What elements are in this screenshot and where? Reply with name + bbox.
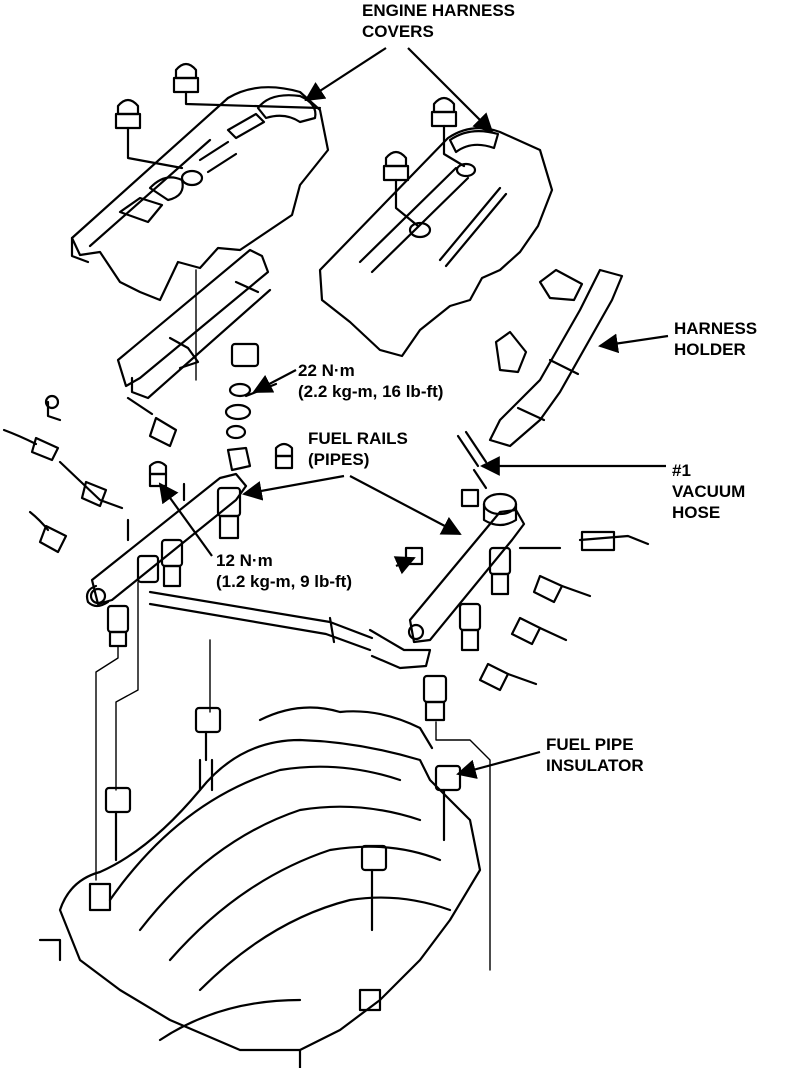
callout-arrows <box>158 47 669 779</box>
label-line: 22 N·m <box>298 361 355 380</box>
fuel-pipe-insulator-label: FUEL PIPE INSULATOR <box>546 734 644 776</box>
torque-12-label: 12 N·m (1.2 kg-m, 9 lb-ft) <box>216 550 352 592</box>
label-line: #1 <box>672 461 691 480</box>
label-line: FUEL RAILS <box>308 429 408 448</box>
intake-manifold <box>38 706 482 1068</box>
right-cover-nuts <box>382 96 466 228</box>
label-line: HARNESS <box>674 319 758 338</box>
vacuum-hose-label: #1 VACUUM HOSE <box>672 460 745 523</box>
pressure-regulator <box>472 468 518 527</box>
left-harness-cover <box>70 86 330 302</box>
left-connectors <box>2 394 178 554</box>
engine-harness-covers-label: ENGINE HARNESS COVERS <box>362 0 515 42</box>
vacuum-hose <box>456 430 488 468</box>
rail-mounting-nuts <box>126 442 480 566</box>
right-harness-holder <box>488 268 624 448</box>
right-fuel-rail <box>407 508 526 644</box>
label-line: (2.2 kg-m, 16 lb-ft) <box>298 382 444 401</box>
fuel-crossover-pipe <box>148 590 432 670</box>
label-line: COVERS <box>362 22 434 41</box>
label-line: FUEL PIPE <box>546 735 634 754</box>
label-line: HOLDER <box>674 340 746 359</box>
label-line: INSULATOR <box>546 756 644 775</box>
pressure-bolt-stack <box>224 342 278 472</box>
label-line: HOSE <box>672 503 721 522</box>
left-cover-nuts <box>114 62 322 170</box>
torque-22-label: 22 N·m (2.2 kg-m, 16 lb-ft) <box>298 360 443 402</box>
label-line: ENGINE HARNESS <box>362 1 516 20</box>
left-injectors <box>106 486 242 648</box>
alignment-leader-lines <box>95 269 491 971</box>
label-line: VACUUM <box>672 482 746 501</box>
label-line: (PIPES) <box>308 450 370 469</box>
left-harness-bracket <box>116 248 272 400</box>
right-connectors <box>478 530 650 692</box>
label-line: (1.2 kg-m, 9 lb-ft) <box>216 572 353 591</box>
label-line: 12 N·m <box>216 551 273 570</box>
fuel-rails-label: FUEL RAILS (PIPES) <box>308 428 408 470</box>
right-injectors <box>422 546 512 722</box>
right-harness-cover <box>318 127 554 358</box>
harness-holder-label: HARNESS HOLDER <box>674 318 757 360</box>
